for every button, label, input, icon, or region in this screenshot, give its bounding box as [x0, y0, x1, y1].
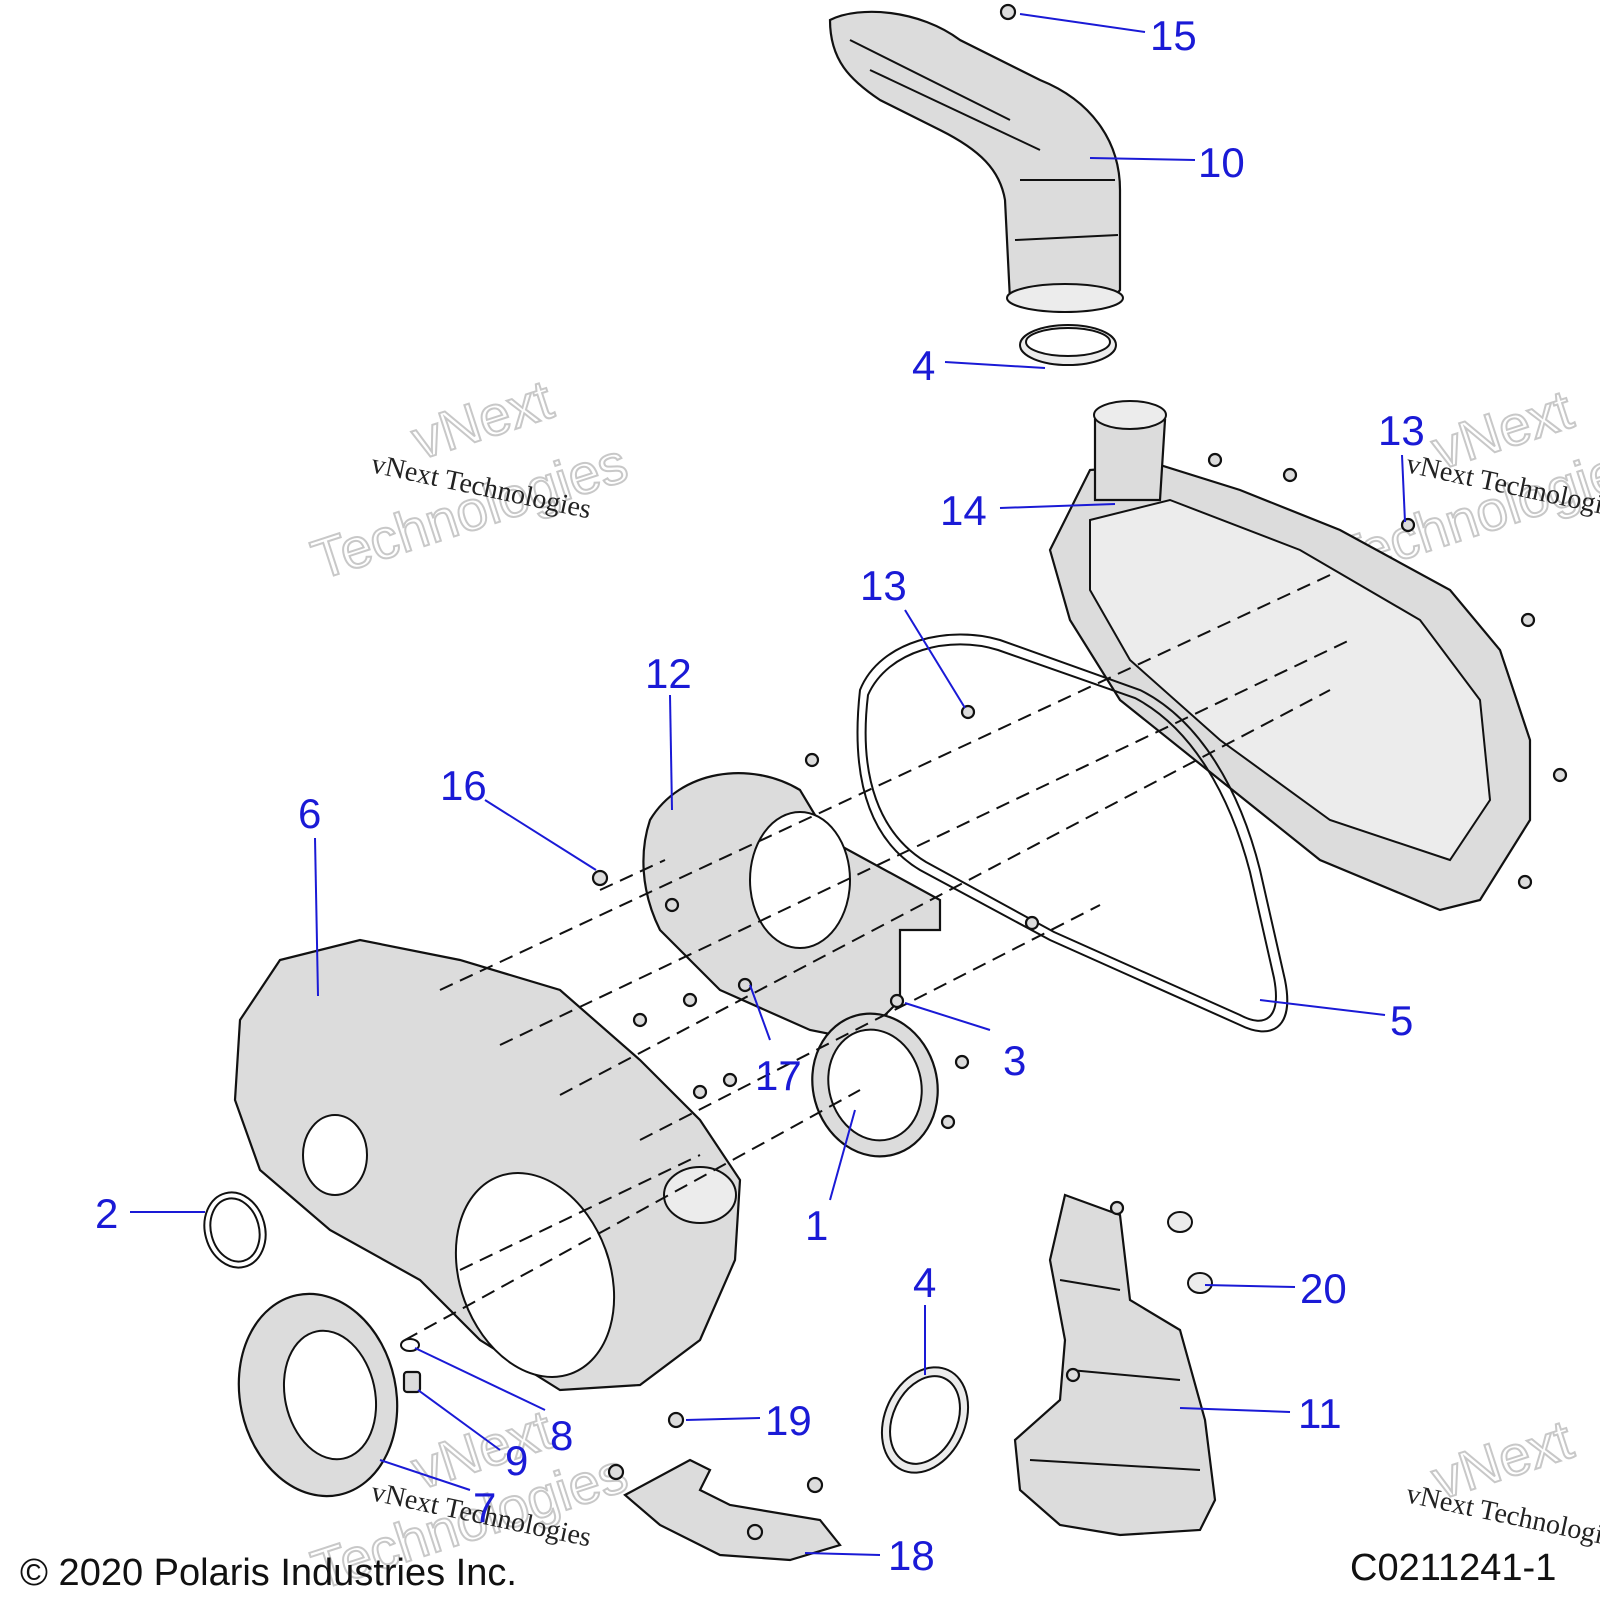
assembly-dashed-lines	[404, 574, 1351, 1341]
callout-20: 20	[1300, 1265, 1347, 1312]
callout-17: 15	[1150, 12, 1197, 59]
part-10-intake-duct	[828, 10, 1124, 313]
callout-4-lower: 4	[913, 1259, 936, 1306]
part-3-bolts	[889, 993, 970, 1130]
callout-8: 8	[550, 1412, 573, 1459]
outer-cover-screws	[1207, 452, 1568, 890]
watermark-top-left: vNext Technologies vNext Technologies	[303, 366, 635, 592]
callout-6: 6	[298, 790, 321, 837]
callout-19: 19	[765, 1397, 812, 1444]
part-1-gasket	[811, 1012, 939, 1158]
copyright-text: © 2020 Polaris Industries Inc.	[20, 1552, 517, 1594]
seal-area-screws	[804, 704, 1040, 931]
callout-11: 11	[1298, 1390, 1342, 1437]
part-18-bracket	[607, 1458, 842, 1562]
part-17-screw	[999, 3, 1017, 21]
part-16-nut	[591, 869, 609, 887]
part-8-washer	[400, 1338, 420, 1352]
part-7-seal-plate	[237, 1292, 399, 1498]
part-20-plugs	[1065, 1200, 1213, 1383]
part-2-o-ring	[203, 1191, 267, 1269]
callout-15: 17	[755, 1052, 802, 1099]
callout-labels: 15 10 4 13 14 13 12 16 6 3 5 17 2 1 4 20…	[95, 12, 1425, 1579]
part-9-plug	[402, 1370, 422, 1394]
part-12-inner-plate	[642, 772, 942, 1042]
callout-18: 18	[888, 1532, 935, 1579]
callout-13-right: 13	[1378, 407, 1425, 454]
part-4-hose-clamp-lower	[880, 1366, 970, 1474]
figure-id: C0211241-1	[1350, 1547, 1556, 1589]
callout-5: 5	[1390, 997, 1413, 1044]
callout-4-upper: 4	[912, 342, 935, 389]
part-15-bolts	[632, 897, 753, 1100]
leader-lines	[130, 13, 1406, 1556]
part-5-seal	[856, 633, 1289, 1033]
callout-1: 1	[805, 1202, 828, 1249]
callout-3: 3	[1003, 1037, 1026, 1084]
callout-16: 16	[440, 762, 487, 809]
callout-9: 9	[505, 1437, 528, 1484]
part-6-inner-cover	[233, 938, 742, 1392]
callout-7: 7	[473, 1484, 496, 1531]
part-11-exhaust-duct	[1013, 1193, 1217, 1537]
part-19-bolt	[667, 1411, 685, 1429]
callout-2: 2	[95, 1190, 118, 1237]
callout-10: 10	[1198, 139, 1245, 186]
part-4-hose-clamp-upper	[1019, 324, 1117, 366]
part-14-outer-cover	[1048, 400, 1532, 912]
callout-14: 14	[940, 487, 987, 534]
callout-13-center: 13	[860, 562, 907, 609]
callout-12: 12	[645, 650, 692, 697]
watermark-bottom-right: vNext vNext Technologies	[1404, 1406, 1600, 1555]
